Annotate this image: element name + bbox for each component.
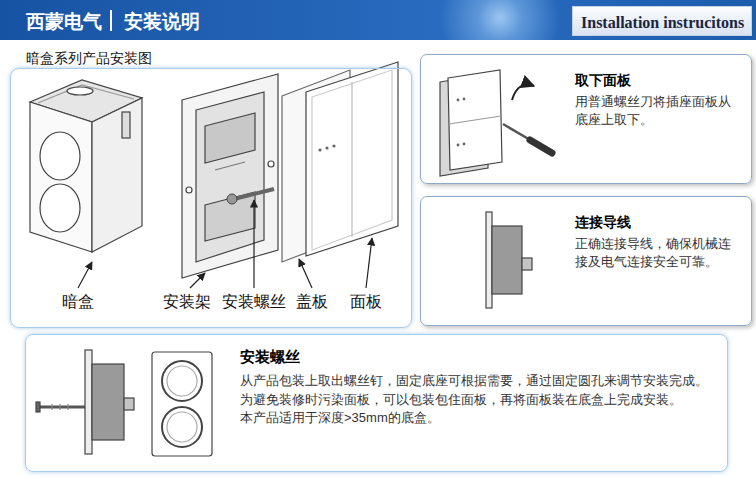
step-heading: 连接导线 <box>575 212 631 232</box>
junction-box <box>30 80 142 252</box>
part-label: 安装架 <box>163 292 211 311</box>
separator <box>110 10 112 31</box>
step-panel: 连接导线正确连接导线，确保机械连接及电气连接安全可靠。 <box>420 196 752 326</box>
step-panel: 取下面板用普通螺丝刀将插座面板从底座上取下。 <box>420 54 752 184</box>
header-title: 安装说明 <box>124 8 200 36</box>
step-heading: 安装螺丝 <box>240 346 300 368</box>
mounting-frame <box>182 74 278 278</box>
remove-panel-figure <box>440 70 552 176</box>
face-panel <box>306 62 398 256</box>
mounting-screw <box>227 189 274 204</box>
step-text: 正确连接导线，确保机械连接及电气连接安全可靠。 <box>575 235 737 271</box>
main-panel: 暗盒系列产品安装图 <box>10 46 412 328</box>
step-heading: 取下面板 <box>575 70 631 90</box>
part-label: 盖板 <box>296 292 328 311</box>
header-band: 西蒙电气安装说明 Installation instrucitons <box>0 0 756 40</box>
part-label: 面板 <box>350 292 382 311</box>
step-text: 用普通螺丝刀将插座面板从底座上取下。 <box>575 93 737 129</box>
english-title: Installation instrucitons <box>581 11 744 34</box>
brand-name: 西蒙电气 <box>26 8 102 36</box>
part-label: 暗盒 <box>62 292 94 311</box>
panel-border <box>10 68 412 328</box>
step-text: 本产品适用于深度>35mm的底盒。 <box>240 409 710 428</box>
panel-heading: 暗盒系列产品安装图 <box>26 48 152 68</box>
screw-install-figure <box>36 350 212 456</box>
english-title-box: Installation instrucitons <box>572 6 752 36</box>
step-panel: 安装螺丝从产品包装上取出螺丝钉，固定底座可根据需要，通过固定圆孔来调节安装完成。… <box>25 334 728 472</box>
wiring-figure <box>486 212 532 308</box>
part-label: 安装螺丝 <box>222 292 286 311</box>
step-text: 为避免装修时污染面板，可以包装包住面板，再将面板装在底盒上完成安装。 <box>240 391 710 410</box>
leader-lines <box>78 200 372 288</box>
step-text: 从产品包装上取出螺丝钉，固定底座可根据需要，通过固定圆孔来调节安装完成。 <box>240 372 710 391</box>
